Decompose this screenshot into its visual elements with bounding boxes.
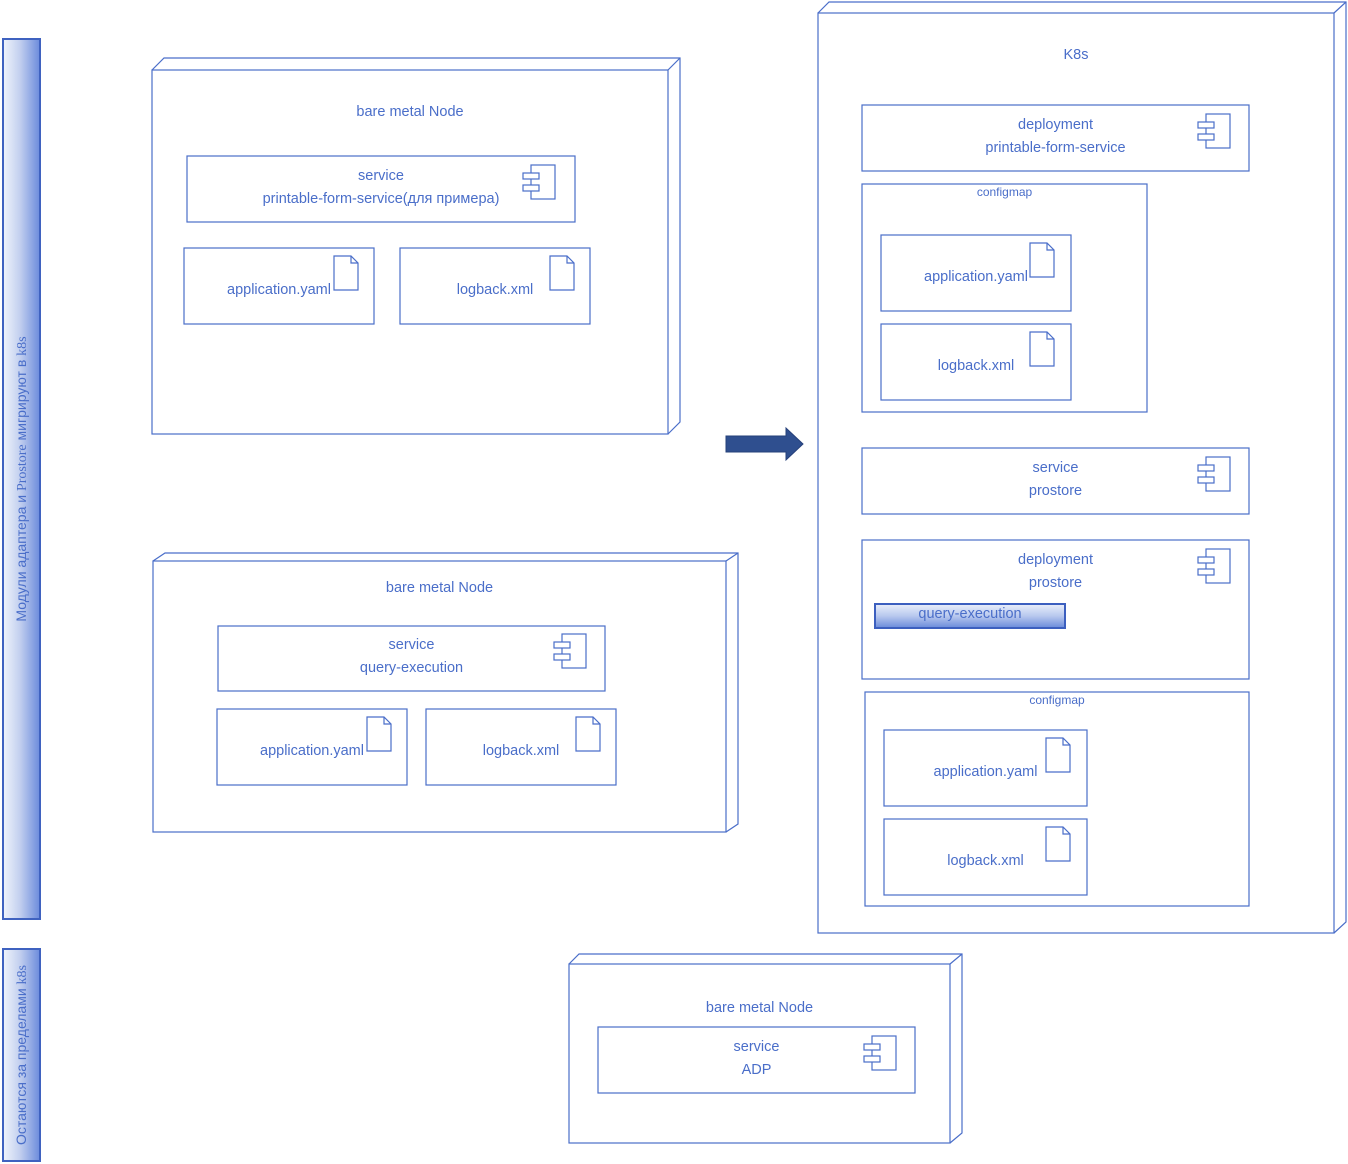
node2-box — [152, 552, 739, 833]
node1-file1-label: application.yaml — [227, 282, 331, 298]
k8s-title: K8s — [1063, 47, 1089, 63]
k8s-configmap2-file1-label: application.yaml — [933, 764, 1038, 780]
k8s-deployment2-tag: query-execution — [874, 603, 1066, 629]
node2-file2-box — [425, 708, 617, 786]
k8s-deployment1-box — [861, 104, 1250, 172]
node1-service-line1: service — [358, 168, 404, 184]
node1-file2-label: logback.xml — [456, 282, 534, 298]
node1-file1-box — [183, 247, 375, 325]
node2-service-line1: service — [388, 637, 435, 653]
k8s-deployment2-line2: prostore — [1028, 575, 1083, 591]
k8s-deployment1-line1: deployment — [1018, 117, 1093, 133]
node2-file1-box — [216, 708, 408, 786]
k8s-service-box — [861, 447, 1250, 515]
k8s-configmap1-file1-label: application.yaml — [924, 269, 1028, 285]
right-arrow-icon — [725, 426, 804, 462]
node2-file1-label: application.yaml — [260, 743, 364, 759]
k8s-configmap1-file2-box — [880, 323, 1072, 401]
node2-service-line2: query-execution — [359, 660, 464, 676]
node2-file2-label: logback.xml — [482, 743, 560, 759]
k8s-configmap1-box — [861, 183, 1148, 413]
k8s-configmap2-file2-box — [883, 818, 1088, 896]
k8s-box — [817, 1, 1347, 934]
node2-service-box — [217, 625, 606, 692]
node1-service-line2: printable-form-service(для примера) — [262, 191, 500, 207]
k8s-configmap1-file2-label: logback.xml — [937, 358, 1015, 374]
k8s-configmap1-file1-box — [880, 234, 1072, 312]
k8s-deployment2-line1: deployment — [1018, 552, 1093, 568]
k8s-deployment2-box — [861, 539, 1250, 680]
k8s-service-line1: service — [1032, 460, 1079, 476]
k8s-service-line2: prostore — [1028, 483, 1083, 499]
node3-title: bare metal Node — [705, 1000, 814, 1016]
node1-box — [151, 57, 681, 435]
k8s-configmap2-box — [864, 691, 1250, 907]
node3-service-line2: ADP — [741, 1062, 772, 1078]
k8s-deployment1-line2: printable-form-service — [985, 140, 1126, 156]
node1-title: bare metal Node — [356, 104, 464, 120]
k8s-configmap2-label: configmap — [1029, 693, 1085, 707]
k8s-configmap2-file2-label: logback.xml — [947, 853, 1024, 869]
node1-file2-box — [399, 247, 591, 325]
sidebar-migrate: Модули адаптера и Prostore мигрируют в k… — [2, 38, 41, 920]
k8s-configmap1-label: configmap — [976, 185, 1033, 199]
node3-service-line1: service — [733, 1039, 780, 1055]
node3-box — [568, 953, 963, 1144]
node3-service-box — [597, 1026, 916, 1094]
node2-title: bare metal Node — [385, 580, 494, 596]
sidebar-remain: Остаются за пределами k8s — [2, 948, 41, 1162]
k8s-configmap2-file1-box — [883, 729, 1088, 807]
node1-service-box — [186, 155, 576, 223]
